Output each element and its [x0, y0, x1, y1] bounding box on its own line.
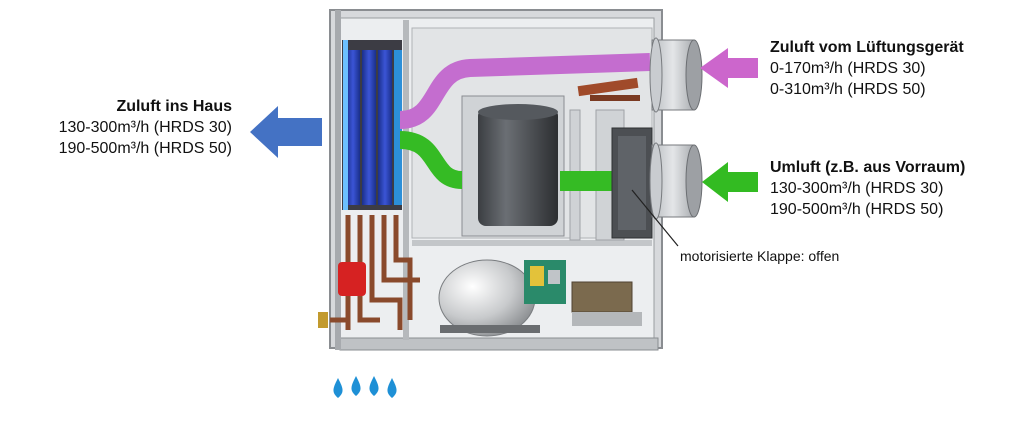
- recirculation-label: Umluft (z.B. aus Vorraum) 130-300m³/h (H…: [770, 157, 965, 220]
- valve-fitting: [318, 312, 328, 328]
- fresh-air-title: Zuluft vom Lüftungsgerät: [770, 39, 964, 56]
- motorized-damper: [611, 127, 653, 239]
- damper-linkage: [577, 77, 640, 101]
- fresh-air-line-1: 0-170m³/h (HRDS 30): [770, 60, 926, 77]
- compressor: [438, 259, 536, 337]
- recirculation-duct: [399, 131, 463, 189]
- supply-air-title: Zuluft ins Haus: [116, 98, 232, 115]
- recirculation-line-1: 130-300m³/h (HRDS 30): [770, 180, 944, 197]
- supply-air-line-1: 130-300m³/h (HRDS 30): [58, 119, 232, 136]
- fresh-air-connector: [649, 37, 703, 113]
- transformer: [571, 281, 642, 326]
- heat-exchanger-coil: [342, 40, 402, 210]
- expansion-valve: [338, 262, 366, 296]
- recirculation-connector: [649, 142, 703, 220]
- recirculation-title: Umluft (z.B. aus Vorraum): [770, 159, 966, 176]
- compressor-base: [440, 325, 540, 333]
- recirculation-line-2: 190-500m³/h (HRDS 50): [770, 201, 944, 218]
- control-board: [524, 260, 566, 304]
- supply-air-arrow: [250, 106, 322, 158]
- supply-air-label: Zuluft ins Haus 130-300m³/h (HRDS 30) 19…: [59, 96, 232, 159]
- water-drops-icon: [333, 376, 397, 398]
- damper-leader-line: [631, 189, 679, 247]
- supply-air-line-2: 190-500m³/h (HRDS 50): [58, 140, 232, 157]
- recirculation-air-arrow: [702, 162, 758, 202]
- fan-drum: [461, 95, 565, 237]
- fresh-air-line-2: 0-310m³/h (HRDS 50): [770, 81, 926, 98]
- damper-label: motorisierte Klappe: offen: [680, 248, 840, 264]
- fresh-air-label: Zuluft vom Lüftungsgerät 0-170m³/h (HRDS…: [770, 37, 964, 100]
- recirculation-duct-right: [560, 171, 620, 191]
- fresh-air-duct: [399, 53, 651, 129]
- fresh-air-arrow: [700, 48, 758, 88]
